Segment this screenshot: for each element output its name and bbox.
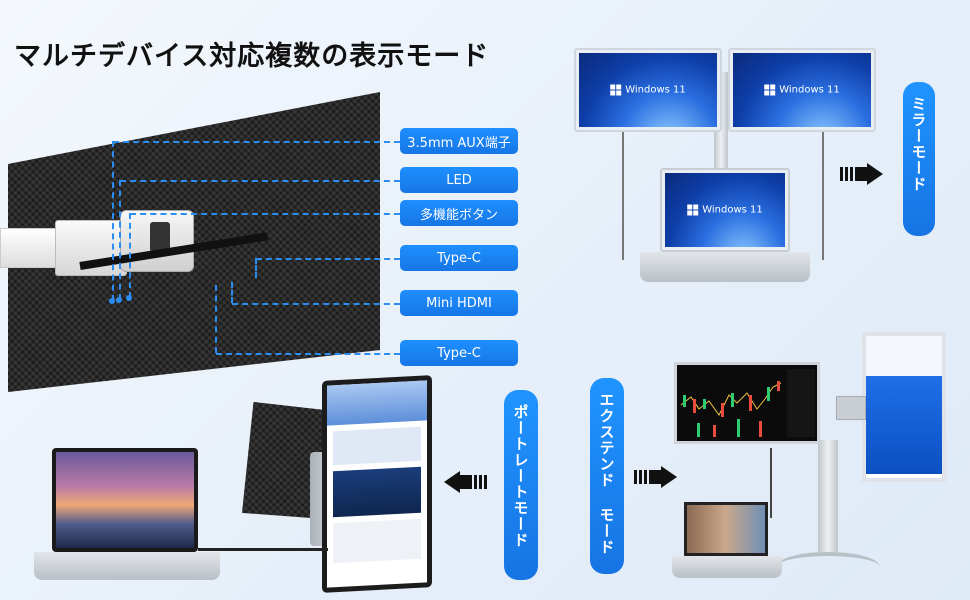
callout-typec-1: Type-C: [400, 245, 518, 271]
portrait-monitor-screen: [322, 375, 432, 593]
stand-arm: [0, 228, 64, 268]
windows-text: Windows 11: [625, 84, 686, 96]
dot-aux: [109, 298, 115, 304]
extend-laptop-screen: [684, 502, 768, 556]
extend-portrait-monitor: [862, 332, 946, 482]
windows-logo-icon: [610, 84, 622, 96]
cable-left: [622, 132, 624, 260]
windows-label: Windows 11: [764, 84, 840, 96]
mirror-laptop-screen: Windows 11: [665, 173, 785, 247]
leader-button: [130, 213, 400, 215]
leader-typec-2: [216, 353, 400, 355]
mirror-monitor-left: Windows 11: [574, 48, 722, 132]
mirror-monitor-left-screen: Windows 11: [579, 53, 717, 127]
mirror-mode-text: ミラーモード: [909, 96, 928, 192]
portrait-mode-text: ポートレートモード: [511, 404, 530, 548]
extend-webpage-hero: [866, 376, 942, 474]
portrait-cable: [198, 548, 328, 551]
extend-stand-tripod: [776, 552, 880, 582]
extend-cable: [770, 448, 772, 518]
extend-webpage-header: [866, 336, 942, 376]
callout-hdmi: Mini HDMI: [400, 290, 518, 316]
mirror-laptop: Windows 11: [660, 168, 790, 252]
leader-aux: [113, 141, 400, 143]
leader-typec-2-v: [215, 285, 217, 353]
dot-led: [116, 297, 122, 303]
leader-typec-1-v: [255, 258, 257, 278]
mirror-monitor-right: Windows 11: [728, 48, 876, 132]
mirror-laptop-base: [640, 252, 810, 282]
arrow-right-icon: [840, 163, 883, 185]
leader-button-v: [129, 213, 131, 298]
candlestick-chart: [680, 369, 815, 437]
leader-hdmi-v: [231, 282, 233, 303]
arrow-left-icon: [444, 471, 487, 493]
portrait-laptop-screen: [52, 448, 198, 552]
callout-typec-2: Type-C: [400, 340, 518, 366]
leader-typec-1: [256, 258, 400, 260]
mirror-mode-label: ミラーモード: [903, 82, 935, 236]
extend-laptop-base: [672, 556, 782, 578]
leader-led: [120, 180, 400, 182]
dot-button: [126, 295, 132, 301]
windows-label: Windows 11: [687, 204, 763, 216]
mount-pad: [150, 222, 170, 252]
extend-trading-monitor: [674, 362, 820, 444]
portrait-webpage-banner: [333, 466, 421, 518]
leader-aux-v: [112, 141, 114, 301]
windows-logo-icon: [764, 84, 776, 96]
extend-mount-arm: [836, 396, 866, 420]
portrait-mode-label: ポートレートモード: [504, 390, 538, 580]
callout-aux: 3.5mm AUX端子: [400, 128, 518, 154]
windows-label: Windows 11: [610, 84, 686, 96]
windows-text: Windows 11: [702, 204, 763, 216]
portrait-webpage-block: [333, 426, 421, 466]
page-title: マルチデバイス対応複数の表示モード: [14, 41, 490, 72]
portrait-webpage-footer: [333, 518, 421, 564]
arrow-right-icon: [634, 466, 677, 488]
extend-stand-pole: [818, 440, 838, 552]
windows-text: Windows 11: [779, 84, 840, 96]
leader-led-v: [119, 180, 121, 300]
leader-hdmi: [232, 303, 400, 305]
callout-led: LED: [400, 167, 518, 193]
portrait-laptop-base: [34, 552, 220, 580]
mirror-monitor-right-screen: Windows 11: [733, 53, 871, 127]
extend-mode-text: エクステンド モード: [597, 392, 616, 555]
cable-right: [822, 132, 824, 260]
callout-button: 多機能ボタン: [400, 200, 518, 226]
extend-mode-label: エクステンド モード: [590, 378, 624, 574]
portrait-webpage-header: [327, 380, 427, 426]
windows-logo-icon: [687, 204, 699, 216]
